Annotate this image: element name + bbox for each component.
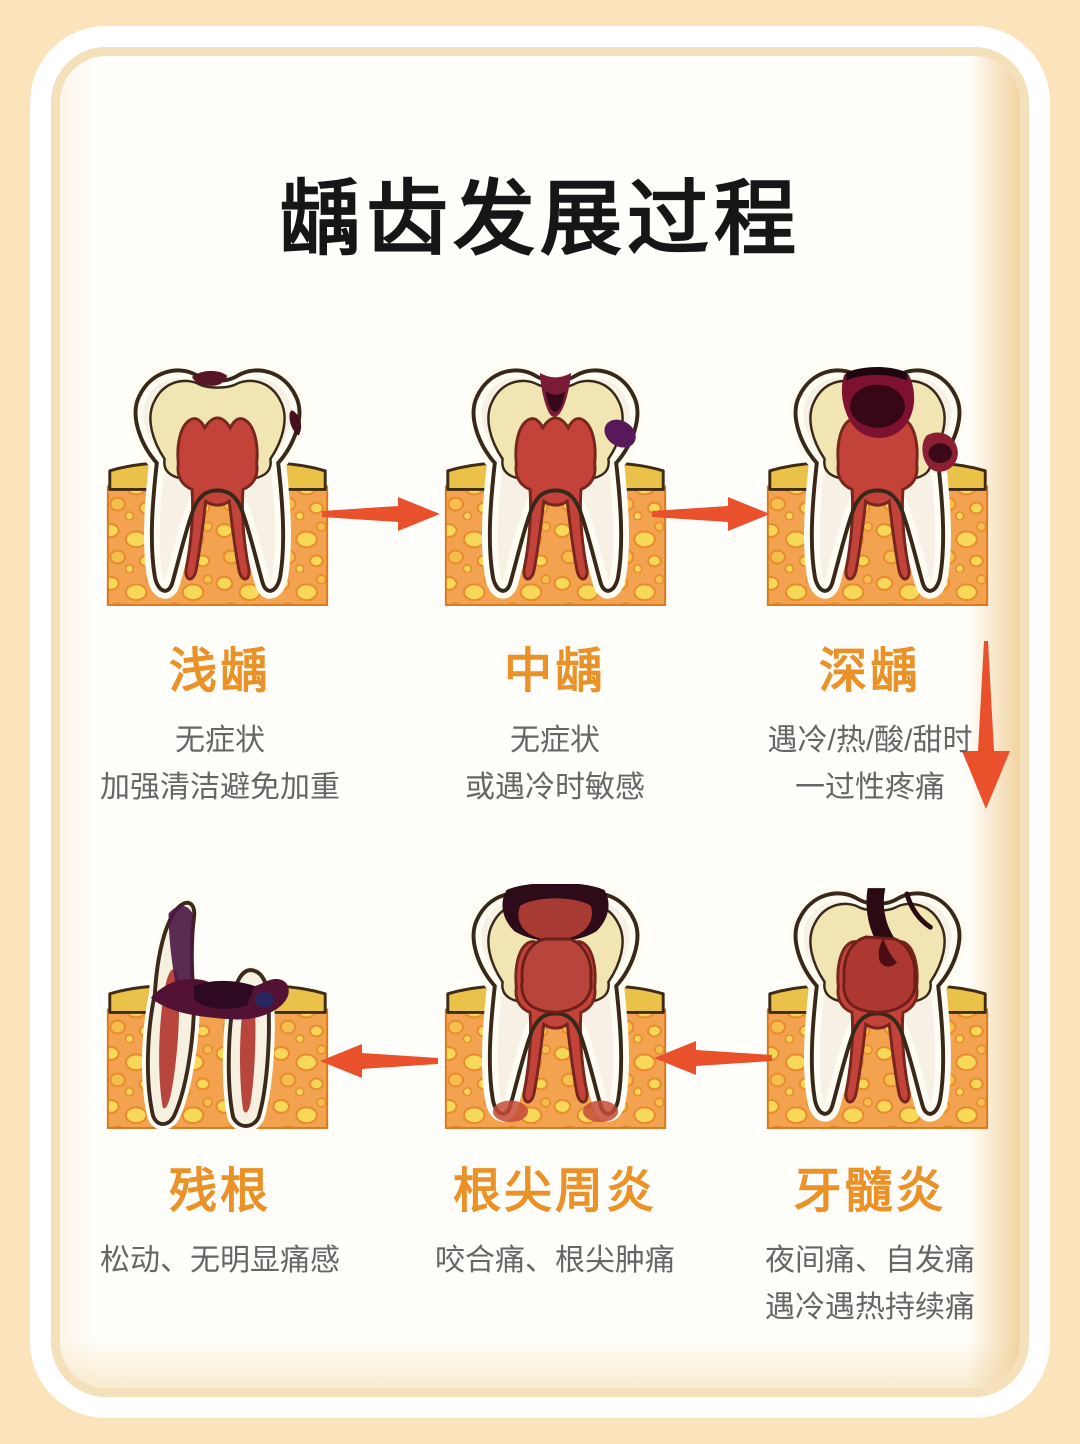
decay-cavity-deep	[841, 367, 958, 472]
stage-symptom-line: 无症状	[175, 724, 265, 757]
stage-symptom-line: 无症状	[510, 724, 600, 757]
stage-symptom-line: 遇冷遇热持续痛	[765, 1291, 975, 1324]
stage-symptom-line: 一过性疼痛	[795, 771, 945, 804]
infographic-card: 龋齿发展过程	[60, 56, 1020, 1388]
page-title: 龋齿发展过程	[278, 174, 801, 265]
stage-block-moderate-caries: 中龋 无症状 或遇冷时敏感	[395, 631, 715, 811]
tooth-illustration-pulpitis	[766, 884, 989, 1130]
stage-block-pulpitis: 牙髓炎 夜间痛、自发痛 遇冷遇热持续痛	[720, 1151, 1020, 1331]
tooth-illustration-deep-caries	[766, 361, 989, 607]
residual-root-stumps	[142, 896, 289, 1132]
destroyed-crown-and-apex-inflammation	[492, 884, 619, 1123]
crack-and-inflamed-pulp	[842, 888, 933, 1014]
arrow-right-icon	[322, 497, 440, 531]
stage-name: 根尖周炎	[452, 1165, 657, 1218]
stage-name: 残根	[168, 1165, 271, 1218]
decay-wedge-moderate	[539, 372, 636, 448]
stage-name: 牙髓炎	[793, 1165, 947, 1218]
stage-symptom-line: 夜间痛、自发痛	[765, 1244, 975, 1277]
tooth-illustration-periapical-periodontitis	[444, 884, 667, 1130]
stage-block-residual-root: 残根 松动、无明显痛感	[60, 1151, 380, 1284]
stage-symptom-line: 遇冷/热/酸/甜时	[767, 724, 973, 757]
arrow-left-icon	[320, 1044, 438, 1078]
stage-symptom-line: 咬合痛、根尖肿痛	[435, 1244, 675, 1277]
stage-name: 中龋	[503, 645, 606, 698]
arrow-down-icon	[962, 641, 1010, 809]
stage-symptom-line: 或遇冷时敏感	[465, 771, 645, 804]
stage-symptom-line: 松动、无明显痛感	[100, 1244, 340, 1277]
stage-symptom-line: 加强清洁避免加重	[100, 771, 340, 804]
stage-block-periapical-periodontitis: 根尖周炎 咬合痛、根尖肿痛	[395, 1151, 715, 1284]
stage-block-deep-caries: 深龋 遇冷/热/酸/甜时 一过性疼痛	[720, 631, 1020, 811]
stage-name: 浅龋	[168, 645, 271, 698]
arrow-left-icon	[654, 1041, 772, 1075]
tooth-illustration-residual-root	[106, 896, 329, 1132]
decay-spot-shallow	[192, 370, 302, 436]
stage-name: 深龋	[818, 645, 921, 698]
tooth-illustration-shallow-caries	[106, 361, 329, 607]
arrow-right-icon	[652, 497, 770, 531]
stage-block-shallow-caries: 浅龋 无症状 加强清洁避免加重	[60, 631, 380, 811]
tooth-illustration-moderate-caries	[444, 361, 667, 607]
